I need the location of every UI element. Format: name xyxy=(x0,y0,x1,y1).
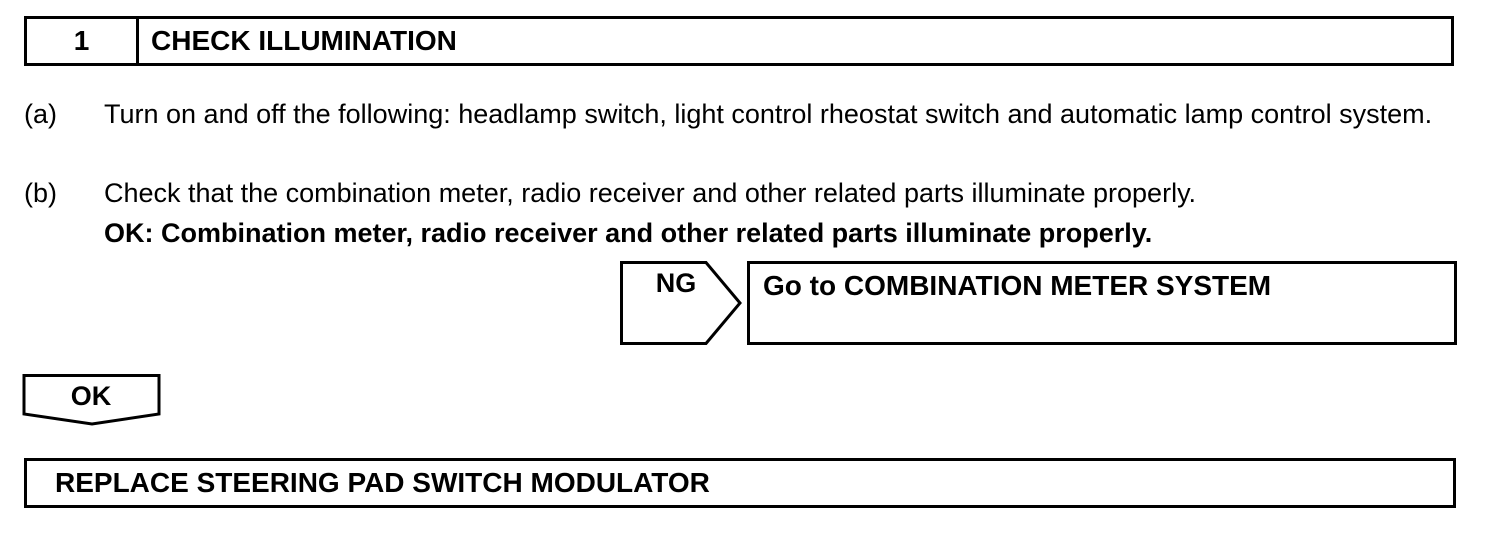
ng-label: NG xyxy=(655,268,697,298)
ng-action-text: Go to COMBINATION METER SYSTEM xyxy=(763,270,1272,301)
step-title: CHECK ILLUMINATION xyxy=(151,25,457,56)
instruction-b-mark: (b) xyxy=(24,178,57,208)
ng-arrow-tag xyxy=(620,261,742,345)
ng-action-box: Go to COMBINATION METER SYSTEM xyxy=(747,261,1457,345)
ok-label: OK xyxy=(70,381,112,411)
ok-criteria: OK: Combination meter, radio receiver an… xyxy=(104,218,1153,248)
instruction-a-text: Turn on and off the following: headlamp … xyxy=(104,99,1433,129)
step-number: 1 xyxy=(27,19,139,63)
instruction-b: (b) Check that the combination meter, ra… xyxy=(24,173,1464,213)
instruction-a-mark: (a) xyxy=(24,99,57,129)
step-header: 1 CHECK ILLUMINATION xyxy=(24,16,1454,66)
instruction-b-text: Check that the combination meter, radio … xyxy=(104,178,1197,208)
final-action-box: REPLACE STEERING PAD SWITCH MODULATOR xyxy=(24,458,1456,508)
final-action-text: REPLACE STEERING PAD SWITCH MODULATOR xyxy=(55,467,710,498)
ok-arrow-tag xyxy=(22,374,161,426)
instruction-a: (a) Turn on and off the following: headl… xyxy=(24,94,1464,134)
